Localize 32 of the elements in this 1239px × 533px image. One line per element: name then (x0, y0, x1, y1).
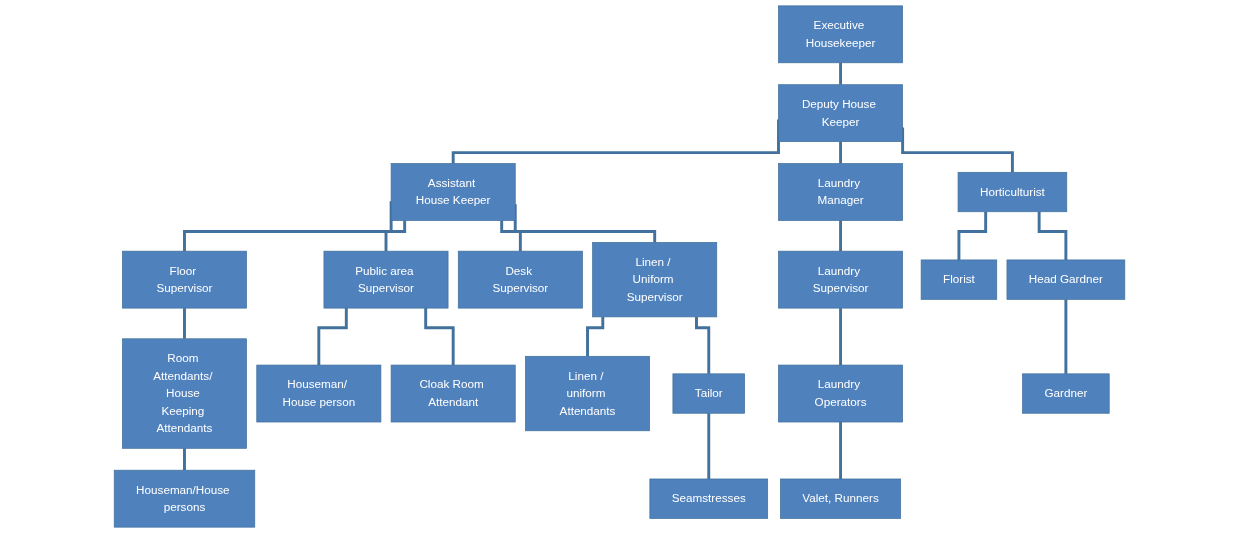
node-box: Valet, Runners (780, 478, 902, 519)
node-box: Laundry Manager (778, 163, 903, 221)
connector (317, 308, 348, 367)
node-box: Linen / uniform Attendants (525, 355, 650, 432)
connector (839, 308, 842, 367)
node-box: Floor Supervisor (122, 250, 247, 309)
node-box: Cloak Room Attendant (390, 364, 516, 423)
node-box: Room Attendants/ House Keeping Attendants (122, 338, 247, 449)
node-box: Linen / Uniform Supervisor (592, 242, 718, 318)
connector (901, 127, 1014, 174)
node-box: Houseman/ House person (256, 364, 382, 423)
node-box: Laundry Supervisor (778, 250, 903, 309)
connector (500, 220, 522, 253)
connector (839, 220, 842, 253)
node-box: Desk Supervisor (457, 250, 583, 309)
connector (839, 141, 842, 165)
node-box: Public area Supervisor (323, 250, 449, 309)
node-box: Gardner (1022, 373, 1110, 414)
node-box: Tailor (672, 373, 745, 414)
node-box: Assistant House Keeper (390, 163, 516, 221)
node-box: Executive Housekeeper (778, 5, 903, 64)
node-box: Head Gardner (1006, 259, 1126, 300)
node-box: Florist (920, 259, 998, 300)
connector (384, 220, 407, 253)
connector (183, 448, 186, 472)
connector (586, 316, 605, 358)
node-box: Deputy House Keeper (778, 84, 903, 142)
node-box: Seamstresses (649, 478, 769, 519)
node-box: Houseman/House persons (113, 469, 256, 528)
node-box: Laundry Operators (778, 364, 903, 423)
connector (424, 308, 455, 367)
node-box: Horticulturist (957, 171, 1068, 213)
